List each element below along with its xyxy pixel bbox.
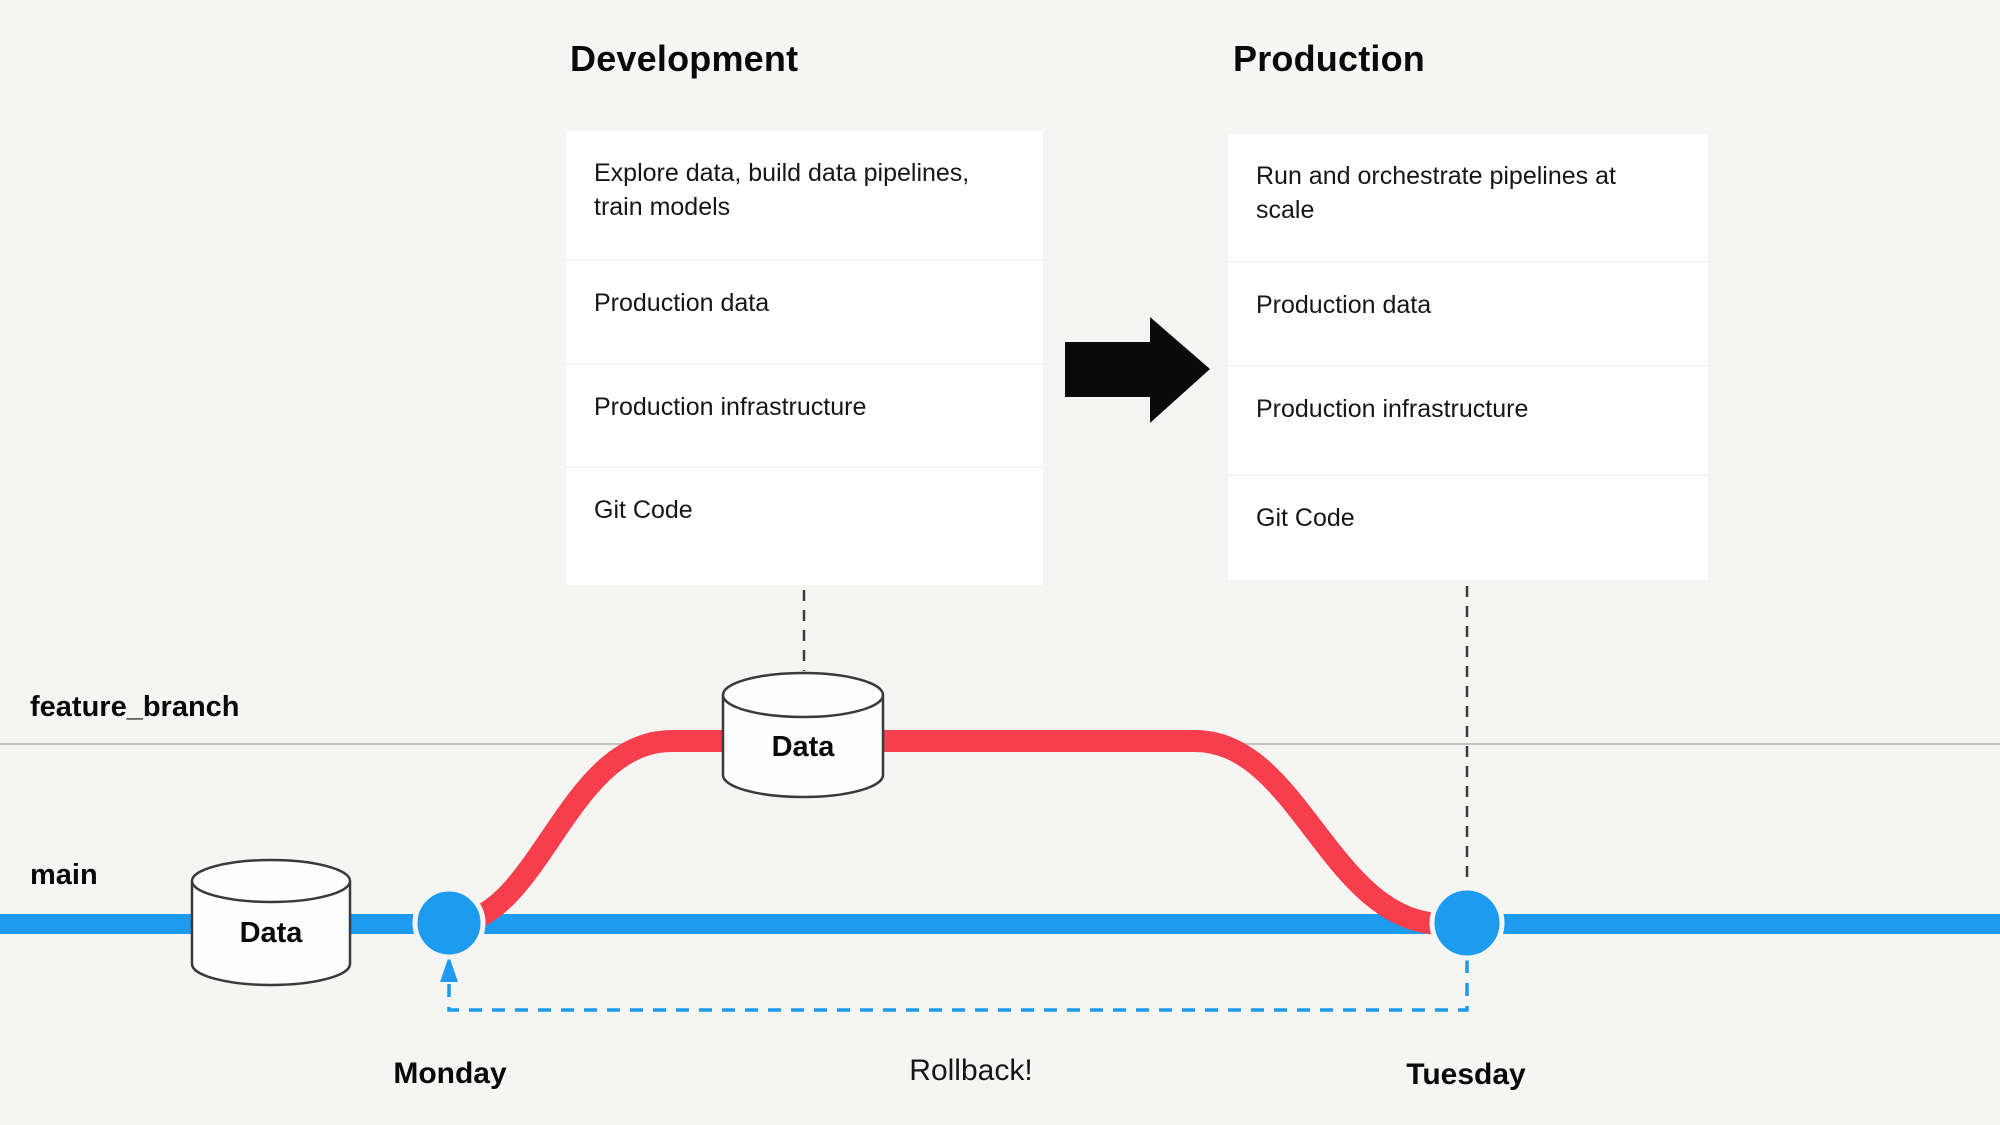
tuesday-commit-node bbox=[1429, 885, 1505, 961]
main-branch-label: main bbox=[30, 859, 98, 891]
main-cylinder-label: Data bbox=[239, 917, 303, 949]
production-row: Production data bbox=[1228, 263, 1708, 365]
feature-data-cylinder-icon bbox=[721, 671, 885, 799]
production-row: Git Code bbox=[1228, 476, 1708, 580]
development-row: Production data bbox=[566, 261, 1043, 363]
development-row: Explore data, build data pipelines, trai… bbox=[566, 131, 1043, 259]
development-row: Git Code bbox=[566, 468, 1043, 585]
feature-cylinder-label: Data bbox=[771, 731, 835, 763]
production-row: Run and orchestrate pipelines at scale bbox=[1228, 134, 1708, 261]
dev-to-prod-arrow-icon bbox=[1065, 317, 1210, 423]
main-data-cylinder-icon bbox=[190, 858, 352, 987]
production-row: Production infrastructure bbox=[1228, 367, 1708, 474]
monday-commit-node bbox=[412, 886, 486, 960]
development-row: Production infrastructure bbox=[566, 365, 1043, 466]
feature-branch-label: feature_branch bbox=[30, 691, 240, 723]
rollback-arrowhead-icon bbox=[440, 956, 458, 982]
rollback-dashed-path bbox=[447, 960, 1469, 1012]
monday-label: Monday bbox=[393, 1057, 507, 1090]
production-panel: Run and orchestrate pipelines at scale P… bbox=[1228, 134, 1708, 582]
feature-branch-curve bbox=[438, 730, 1455, 935]
development-title: Development bbox=[570, 38, 799, 79]
production-title: Production bbox=[1233, 38, 1425, 79]
development-panel: Explore data, build data pipelines, trai… bbox=[566, 131, 1043, 587]
tuesday-label: Tuesday bbox=[1406, 1058, 1526, 1091]
rollback-label: Rollback! bbox=[909, 1054, 1033, 1087]
